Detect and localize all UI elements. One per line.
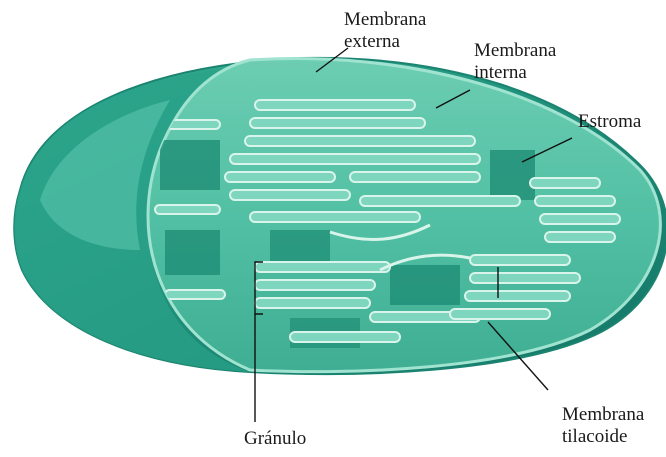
label-outer-membrane-line2: externa	[344, 31, 426, 53]
label-inner-membrane-line2: interna	[474, 62, 556, 84]
label-stroma: Estroma	[578, 111, 641, 133]
label-granum: Gránulo	[244, 428, 306, 450]
label-stroma-line1: Estroma	[578, 111, 641, 133]
granum-block	[160, 140, 220, 190]
label-thylakoid-membrane-line1: Membrana	[562, 404, 644, 426]
label-outer-membrane-line1: Membrana	[344, 9, 426, 31]
label-granum-line1: Gránulo	[244, 428, 306, 450]
label-thylakoid-membrane-line2: tilacoide	[562, 426, 644, 448]
granum-block	[165, 230, 220, 275]
granum-block	[490, 150, 535, 200]
label-thylakoid-membrane: Membrana tilacoide	[562, 404, 644, 448]
granum-block	[390, 265, 460, 305]
label-inner-membrane-line1: Membrana	[474, 40, 556, 62]
label-outer-membrane: Membrana externa	[344, 9, 426, 53]
label-inner-membrane: Membrana interna	[474, 40, 556, 84]
